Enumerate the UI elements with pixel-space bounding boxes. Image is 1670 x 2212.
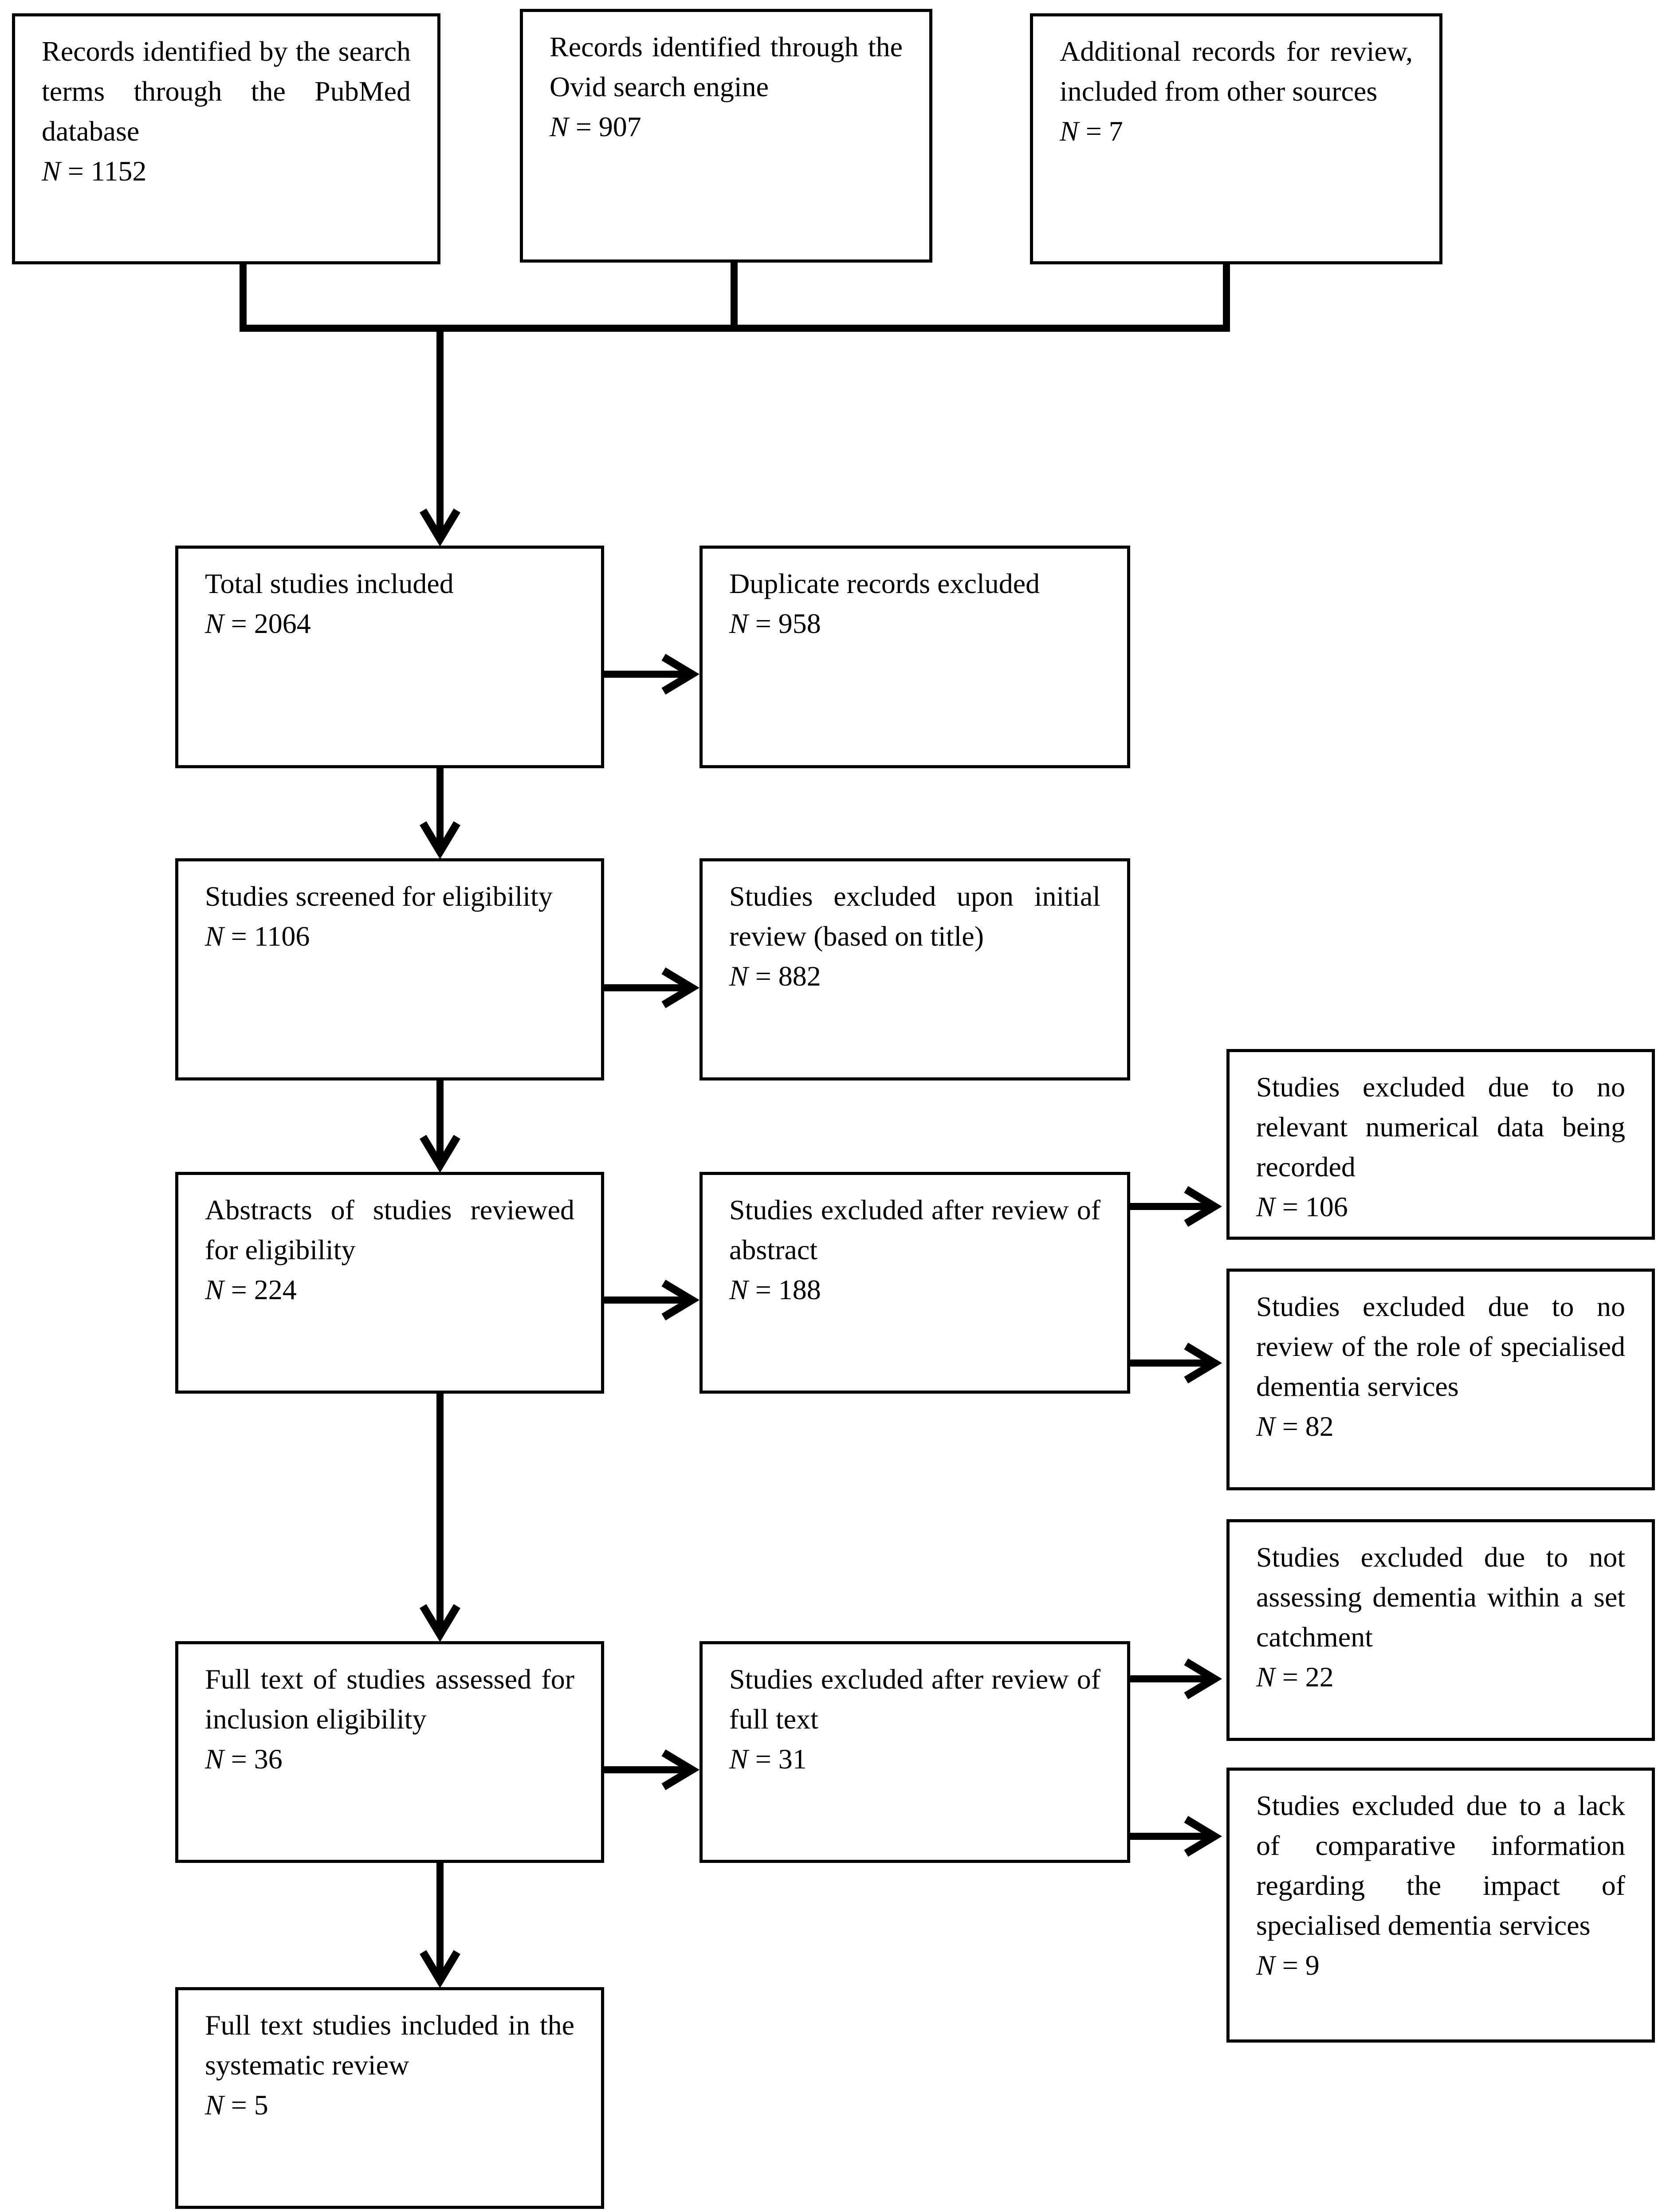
box-pubmed-text: Records identified by the search terms t… [42,35,411,147]
box-screened-count: N = 1106 [205,920,310,952]
box-screened-text: Studies screened for eligibility [205,880,553,912]
box-pubmed-count: N = 1152 [42,155,147,187]
box-excluded-full-count: N = 31 [729,1743,807,1775]
box-excluded-abstract-text: Studies excluded after review of abstrac… [729,1194,1100,1265]
box-total-text: Total studies included [205,568,454,599]
box-abstracts-text: Abstracts of studies reviewed for eligib… [205,1194,574,1265]
box-no-role-review-count: N = 82 [1256,1410,1334,1442]
box-abstracts-count: N = 224 [205,1274,297,1305]
box-no-comparative-info: Studies excluded due to a lack of compar… [1226,1768,1655,2043]
box-ovid-records: Records identified through the Ovid sear… [520,9,932,263]
box-no-catchment-text: Studies excluded due to not assessing de… [1256,1541,1625,1653]
box-no-role-review: Studies excluded due to no review of the… [1226,1269,1655,1490]
box-no-comparative-count: N = 9 [1256,1949,1320,1981]
box-full-text-text: Full text of studies assessed for inclus… [205,1663,574,1735]
box-excluded-title-text: Studies excluded upon initial review (ba… [729,880,1100,952]
box-no-role-review-text: Studies excluded due to no review of the… [1256,1291,1625,1402]
box-no-numerical-count: N = 106 [1256,1191,1348,1222]
box-ovid-count: N = 907 [550,111,641,142]
box-included-count: N = 5 [205,2089,268,2121]
box-duplicates-count: N = 958 [729,608,821,639]
box-full-text-assessed: Full text of studies assessed for inclus… [175,1641,604,1863]
box-no-comparative-text: Studies excluded due to a lack of compar… [1256,1790,1625,1941]
box-excluded-title: Studies excluded upon initial review (ba… [699,858,1130,1080]
box-other-count: N = 7 [1060,115,1123,147]
box-abstracts: Abstracts of studies reviewed for eligib… [175,1172,604,1394]
box-other-text: Additional records for review, included … [1060,35,1413,107]
box-excluded-abstract: Studies excluded after review of abstrac… [699,1172,1130,1394]
box-ovid-text: Records identified through the Ovid sear… [550,31,903,102]
box-excluded-abstract-count: N = 188 [729,1274,821,1305]
box-full-text-count: N = 36 [205,1743,283,1775]
box-duplicates-text: Duplicate records excluded [729,568,1040,599]
box-duplicates-excluded: Duplicate records excluded N = 958 [699,546,1130,768]
box-total-count: N = 2064 [205,608,311,639]
box-no-catchment: Studies excluded due to not assessing de… [1226,1519,1655,1741]
box-total-studies: Total studies included N = 2064 [175,546,604,768]
box-screened: Studies screened for eligibility N = 110… [175,858,604,1080]
box-excluded-full-text: Studies excluded after review of full te… [729,1663,1100,1735]
box-other-sources: Additional records for review, included … [1030,13,1442,264]
box-pubmed-records: Records identified by the search terms t… [12,13,440,264]
box-included-studies: Full text studies included in the system… [175,1987,604,2209]
box-no-numerical-data: Studies excluded due to no relevant nume… [1226,1049,1655,1240]
box-no-catchment-count: N = 22 [1256,1661,1334,1693]
box-no-numerical-text: Studies excluded due to no relevant nume… [1256,1071,1625,1183]
box-included-text: Full text studies included in the system… [205,2009,574,2081]
box-excluded-title-count: N = 882 [729,960,821,992]
box-excluded-full-text: Studies excluded after review of full te… [699,1641,1130,1863]
